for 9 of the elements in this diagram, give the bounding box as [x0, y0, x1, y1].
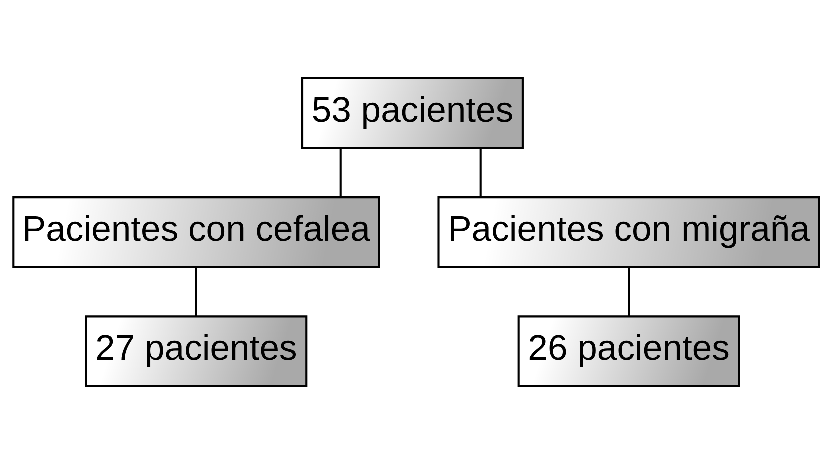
- node-box: 27 pacientes: [85, 315, 308, 388]
- connector: [628, 267, 630, 316]
- connector: [340, 148, 342, 197]
- connector: [480, 148, 482, 197]
- node-box: 26 pacientes: [518, 315, 740, 388]
- connector: [195, 267, 198, 316]
- node-box: Pacientes con migraña: [438, 196, 820, 268]
- node-box: 53 pacientes: [302, 76, 524, 149]
- node-box: Pacientes con cefalea: [12, 196, 380, 268]
